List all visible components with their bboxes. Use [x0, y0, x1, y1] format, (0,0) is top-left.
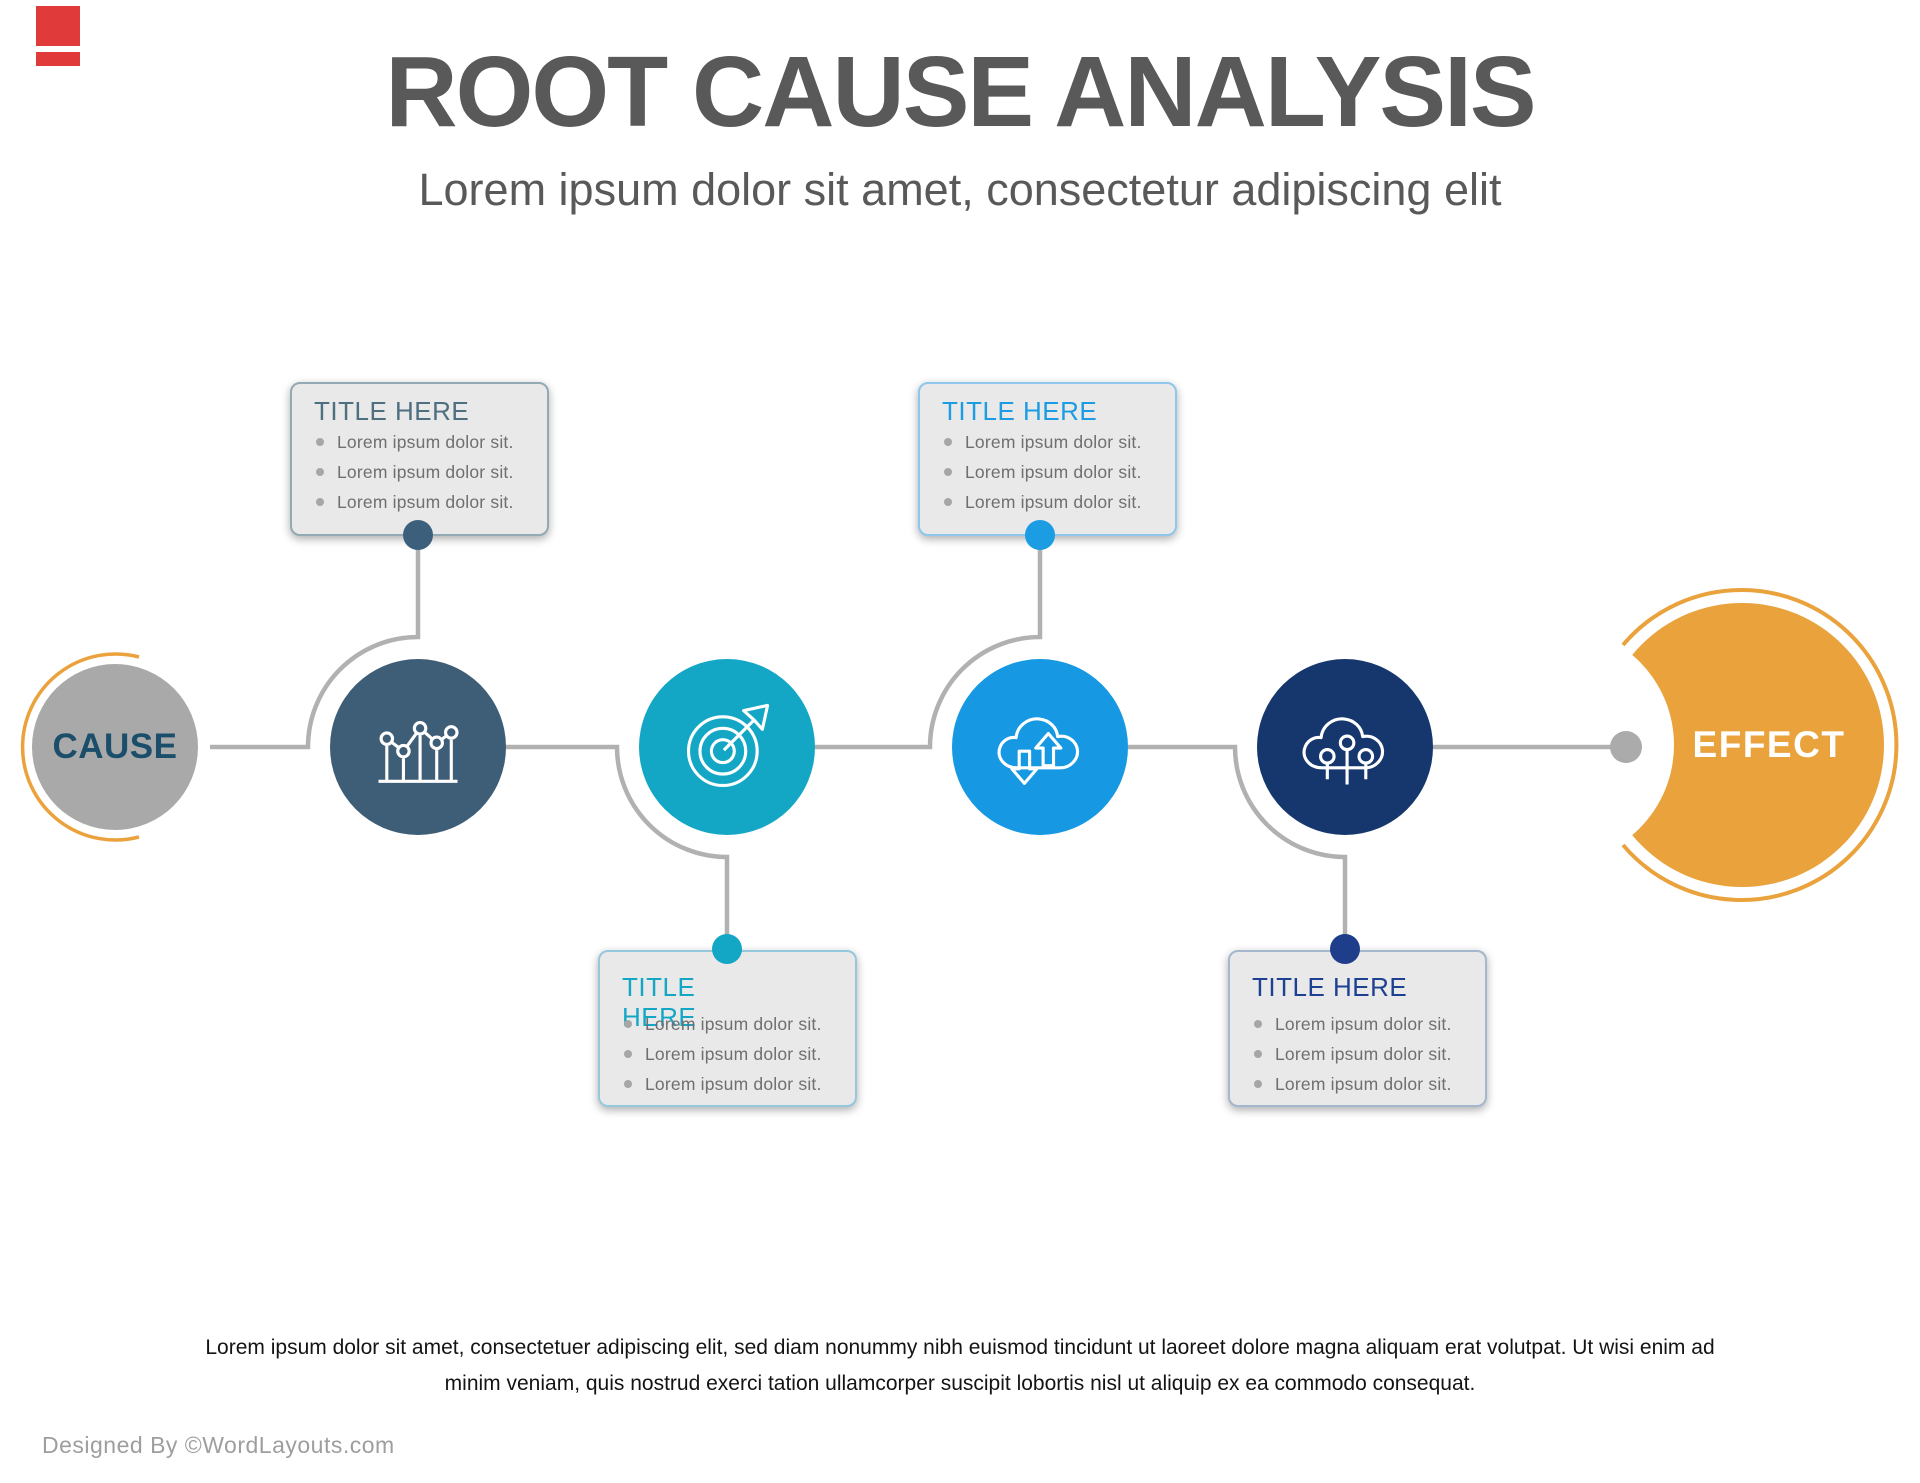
list-item: Lorem ipsum dolor sit.: [622, 1074, 822, 1094]
red-corner-mark: [36, 6, 80, 46]
bullet-text: Lorem ipsum dolor sit.: [645, 1014, 822, 1034]
connector-step3-step4: [1128, 744, 1348, 950]
callout-top-left: TITLE HERE Lorem ipsum dolor sit. Lorem …: [290, 382, 549, 536]
step-node-4: [1257, 659, 1433, 835]
connector-step1-step2: [506, 744, 730, 950]
list-item: Lorem ipsum dolor sit.: [314, 492, 514, 512]
bullet-list: Lorem ipsum dolor sit. Lorem ipsum dolor…: [622, 1014, 822, 1104]
bullet-dot-icon: [624, 1080, 632, 1088]
effect-label: EFFECT: [1692, 724, 1846, 765]
bullet-dot-icon: [316, 438, 324, 446]
callout-dot: [403, 520, 433, 550]
bullet-text: Lorem ipsum dolor sit.: [965, 432, 1142, 452]
bullet-text: Lorem ipsum dolor sit.: [337, 492, 514, 512]
bullet-text: Lorem ipsum dolor sit.: [337, 432, 514, 452]
effect-circle: [1600, 603, 1884, 887]
cause-outer-ring: [20, 652, 140, 842]
list-item: Lorem ipsum dolor sit.: [622, 1044, 822, 1064]
callout-bottom-right: TITLE HERE Lorem ipsum dolor sit. Lorem …: [1228, 950, 1487, 1107]
cloud-arrows-icon: [997, 717, 1080, 785]
callout-dot: [1330, 934, 1360, 964]
bullet-text: Lorem ipsum dolor sit.: [1275, 1014, 1452, 1034]
bullet-dot-icon: [1254, 1080, 1262, 1088]
list-item: Lorem ipsum dolor sit.: [1252, 1044, 1452, 1064]
bullet-dot-icon: [624, 1020, 632, 1028]
bullet-dot-icon: [316, 498, 324, 506]
callout-title: TITLE HERE: [942, 396, 1098, 426]
line-chart-icon: [378, 721, 459, 783]
list-item: Lorem ipsum dolor sit.: [942, 492, 1142, 512]
bullet-text: Lorem ipsum dolor sit.: [337, 462, 514, 482]
connector-cause-step1: [210, 536, 421, 750]
cloud-circuit-icon: [1302, 717, 1385, 785]
bullet-dot-icon: [624, 1050, 632, 1058]
step-node-2: [639, 659, 815, 835]
step-node-3: [952, 659, 1128, 835]
page-subtitle: Lorem ipsum dolor sit amet, consectetur …: [418, 164, 1502, 215]
credit-line: Designed By ©WordLayouts.com: [42, 1432, 395, 1458]
cause-node: CAUSE: [32, 664, 198, 830]
target-arrow-icon: [686, 703, 770, 788]
list-item: Lorem ipsum dolor sit.: [314, 462, 514, 482]
bullet-text: Lorem ipsum dolor sit.: [965, 492, 1142, 512]
body-paragraph: Lorem ipsum dolor sit amet, consectetuer…: [205, 1336, 1715, 1395]
red-corner-mark: [36, 52, 80, 66]
callout-dot: [712, 934, 742, 964]
bullet-list: Lorem ipsum dolor sit. Lorem ipsum dolor…: [1252, 1014, 1452, 1104]
bullet-list: Lorem ipsum dolor sit. Lorem ipsum dolor…: [314, 432, 514, 522]
list-item: Lorem ipsum dolor sit.: [622, 1014, 822, 1034]
cause-label: CAUSE: [52, 727, 178, 766]
effect-end-dot: [1610, 731, 1642, 763]
bullet-text: Lorem ipsum dolor sit.: [645, 1074, 822, 1094]
list-item: Lorem ipsum dolor sit.: [314, 432, 514, 452]
callout-top-right: TITLE HERE Lorem ipsum dolor sit. Lorem …: [918, 382, 1177, 536]
bullet-text: Lorem ipsum dolor sit.: [1275, 1074, 1452, 1094]
bullet-text: Lorem ipsum dolor sit.: [965, 462, 1142, 482]
bullet-text: Lorem ipsum dolor sit.: [1275, 1044, 1452, 1064]
page-title: ROOT CAUSE ANALYSIS: [385, 36, 1536, 148]
callout-title: TITLE HERE: [622, 972, 697, 1032]
bullet-dot-icon: [316, 468, 324, 476]
bullet-text: Lorem ipsum dolor sit.: [645, 1044, 822, 1064]
bullet-dot-icon: [1254, 1050, 1262, 1058]
connector-step2-step3: [815, 536, 1043, 750]
bullet-dot-icon: [944, 438, 952, 446]
list-item: Lorem ipsum dolor sit.: [942, 432, 1142, 452]
list-item: Lorem ipsum dolor sit.: [1252, 1014, 1452, 1034]
bullet-list: Lorem ipsum dolor sit. Lorem ipsum dolor…: [942, 432, 1142, 522]
bullet-dot-icon: [944, 498, 952, 506]
bullet-dot-icon: [1254, 1020, 1262, 1028]
callout-title: TITLE HERE: [314, 396, 470, 426]
effect-outer-ring: [1621, 588, 1899, 902]
bullet-dot-icon: [944, 468, 952, 476]
list-item: Lorem ipsum dolor sit.: [942, 462, 1142, 482]
callout-title: TITLE HERE: [1252, 972, 1408, 1002]
step-node-1: [330, 659, 506, 835]
callout-dot: [1025, 520, 1055, 550]
list-item: Lorem ipsum dolor sit.: [1252, 1074, 1452, 1094]
callout-bottom-left: TITLE HERE Lorem ipsum dolor sit. Lorem …: [598, 950, 857, 1107]
